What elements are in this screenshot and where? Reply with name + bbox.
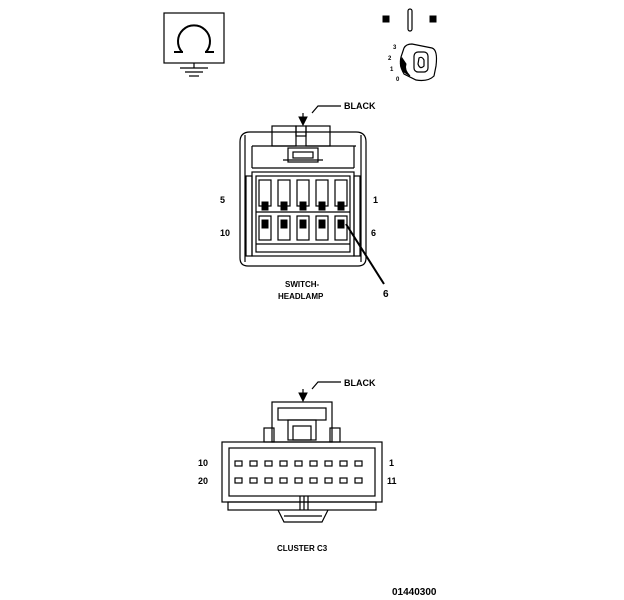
cluster-c3-connector: BLACK xyxy=(198,378,397,553)
switch-name-line2: HEADLAMP xyxy=(278,292,324,301)
switch-headlamp-connector: BLACK xyxy=(220,101,389,301)
switch-name-line1: SWITCH- xyxy=(285,280,320,289)
switch-pin-1-label: 1 xyxy=(373,195,378,205)
cluster-pin-20-label: 20 xyxy=(198,476,208,486)
cluster-name-label: CLUSTER C3 xyxy=(277,544,328,553)
omega-ground-icon xyxy=(163,12,225,77)
cluster-pin-10-label: 10 xyxy=(198,458,208,468)
svg-text:1: 1 xyxy=(390,67,394,73)
cluster-terminal-row-top xyxy=(234,460,363,467)
figure-number: 01440300 xyxy=(392,587,437,598)
switch-pin-10-label: 10 xyxy=(220,228,230,238)
cluster-pin-1-label: 1 xyxy=(389,458,394,468)
cluster-terminal-row-bottom xyxy=(234,477,363,484)
svg-text:3: 3 xyxy=(393,45,397,51)
switch-pin-6-label: 6 xyxy=(371,228,376,238)
cluster-pin-11-label: 11 xyxy=(387,476,397,486)
svg-text:2: 2 xyxy=(388,56,392,62)
switch-terminal-row-top xyxy=(258,179,348,211)
switch-terminal-row-bottom xyxy=(258,215,348,241)
switch-callout-number: 6 xyxy=(383,289,389,300)
switch-color-label: BLACK xyxy=(344,101,376,111)
svg-text:0: 0 xyxy=(396,77,400,83)
switch-pin-5-label: 5 xyxy=(220,195,225,205)
cluster-color-label: BLACK xyxy=(344,378,376,388)
rotary-headlamp-switch-icon: 3 2 1 0 xyxy=(382,8,438,83)
